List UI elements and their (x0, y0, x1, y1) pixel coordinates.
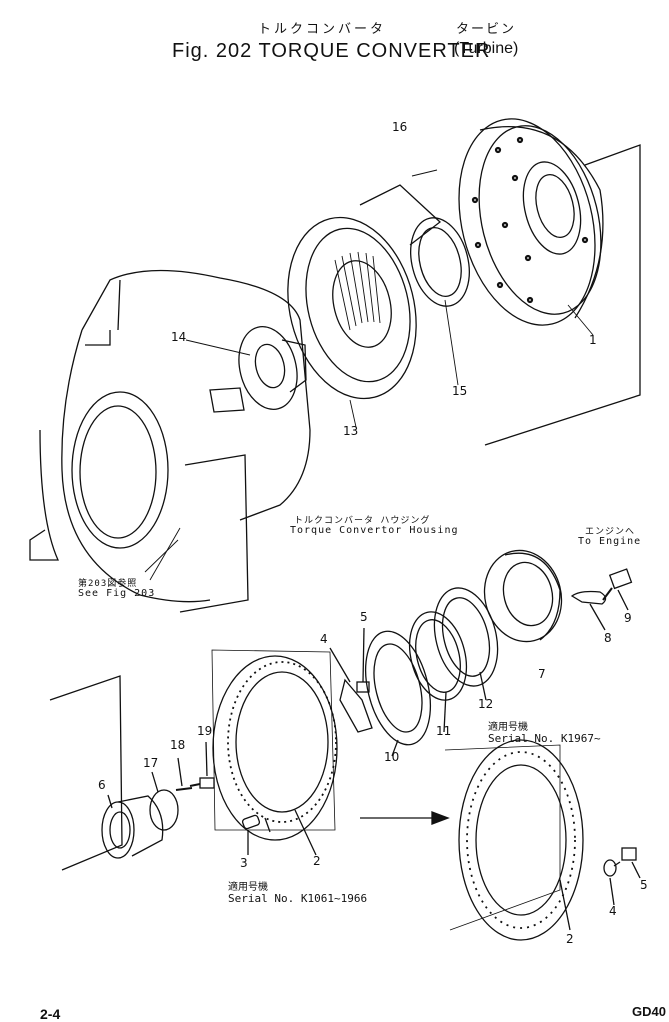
callout-2: 2 (313, 854, 321, 868)
washer-part-4-late (603, 859, 617, 906)
gasket-part-15 (410, 217, 470, 307)
pin-part-18 (175, 757, 193, 791)
serial-left-jp: 適用号機 (228, 882, 268, 893)
callout-10: 10 (384, 750, 400, 764)
turbine-part-1 (458, 118, 604, 326)
callout-19: 19 (197, 724, 213, 738)
serial-left: Serial No. K1061~1966 (228, 892, 368, 905)
callout-18: 18 (170, 738, 186, 752)
see-fig-leader (144, 539, 179, 573)
figure-title: Fig. 202 TORQUE CONVERTER (172, 40, 491, 62)
callout-2-late: 2 (566, 932, 574, 946)
callout-4-late: 4 (609, 904, 617, 918)
callout-6: 6 (98, 778, 106, 792)
housing-label-jp: トルクコンバータ ハウジング (294, 516, 431, 526)
runner-part-13 (287, 216, 417, 400)
callout-14: 14 (171, 330, 187, 344)
bolt-part-5 (356, 627, 370, 693)
ring-gear-part-2-late (444, 739, 584, 941)
engine-label-jp: エンジンへ (585, 527, 636, 537)
lockplate-part-4 (329, 647, 373, 733)
engine-label: To Engine (578, 536, 642, 547)
ring-part-12 (433, 587, 499, 701)
callout-1: 1 (589, 333, 597, 347)
housing-label: Torque Convertor Housing (290, 525, 459, 536)
ring-part-10 (365, 630, 431, 757)
see-fig-label: See Fig 203 (78, 588, 156, 599)
callout-9: 9 (624, 611, 632, 625)
callout-17: 17 (143, 756, 159, 770)
ring-part-11 (408, 611, 468, 733)
callout-12: 12 (478, 697, 494, 711)
serial-right-jp: 適用号機 (488, 722, 528, 733)
ring-gear-part-2 (211, 649, 338, 856)
callout-7: 7 (538, 667, 546, 681)
bolt-part-19 (189, 741, 215, 789)
serial-right: Serial No. K1967~ (488, 732, 601, 745)
plate-part-8 (570, 590, 607, 631)
subtitle-japanese: タービン (456, 21, 517, 36)
callout-16: 16 (392, 120, 408, 134)
model-code: GD40 (632, 1004, 666, 1019)
washer-part-17 (149, 771, 179, 831)
callout-5: 5 (360, 610, 368, 624)
callout-13: 13 (343, 424, 359, 438)
housing-outline (29, 269, 311, 613)
callout-8: 8 (604, 631, 612, 645)
bearing-part-6 (101, 794, 164, 859)
bolt-part-9 (602, 568, 633, 611)
upper-leader-lines (149, 169, 594, 581)
callout-5-late: 5 (640, 878, 648, 892)
pin-part-3 (241, 814, 261, 855)
see-fig-label-jp: 第203図参照 (78, 579, 138, 589)
callout-15: 15 (452, 384, 468, 398)
page-number: 2-4 (40, 1006, 61, 1022)
upper-frame-lines (359, 144, 641, 446)
hub-part-14 (238, 326, 307, 410)
lower-frame-lines (49, 675, 450, 871)
bolt-part-5-late (613, 847, 641, 879)
callout-3: 3 (240, 856, 248, 870)
callout-4: 4 (320, 632, 328, 646)
callout-11: 11 (436, 724, 452, 738)
title-japanese: トルクコンバータ (258, 21, 387, 36)
figure-subtitle: (Turbine) (454, 40, 519, 57)
flange-part-7 (483, 549, 563, 643)
